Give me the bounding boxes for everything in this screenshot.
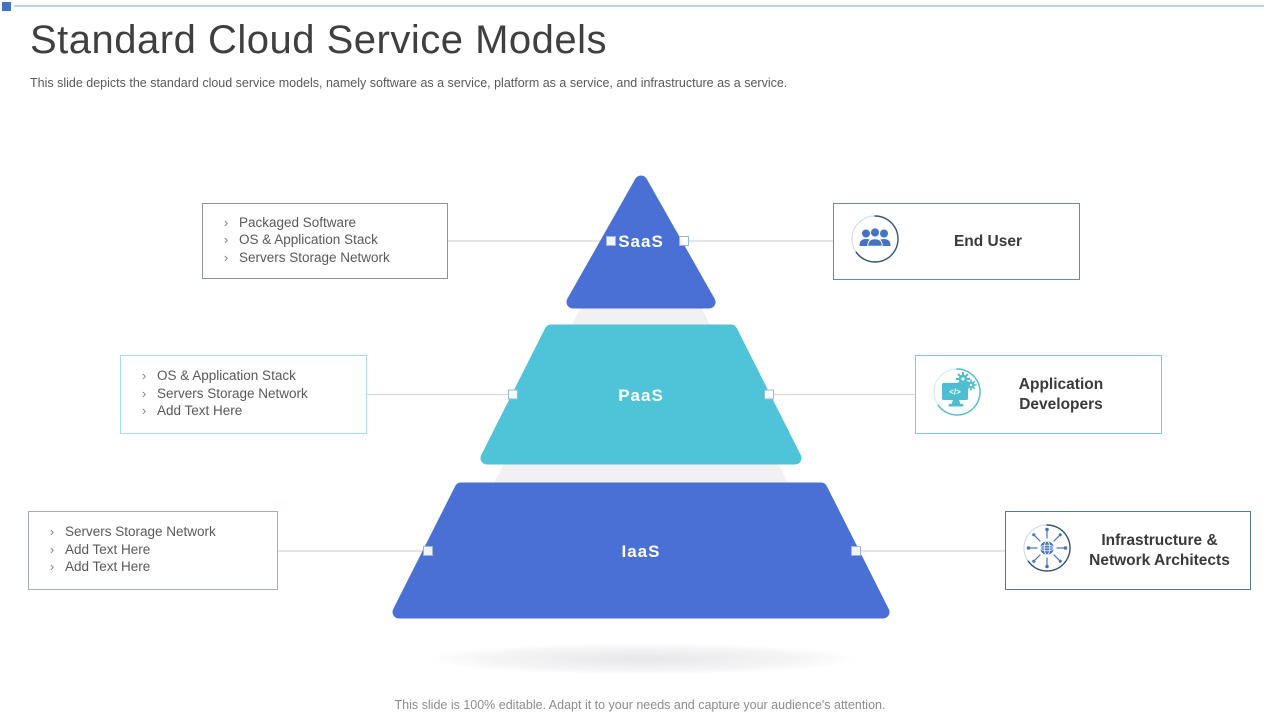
end-user-label: End User <box>953 232 1023 250</box>
network-globe-icon <box>1019 520 1075 581</box>
bullet-item-label: Servers Storage Network <box>157 385 308 401</box>
accent-square <box>2 2 11 11</box>
bullet-item-label: Packaged Software <box>239 214 357 230</box>
layer-label-saas: SaaS <box>618 232 664 251</box>
chevron-bullet-icon: › <box>141 403 147 419</box>
bullet-item-label: Servers Storage Network <box>65 524 216 540</box>
top-divider-line <box>14 5 1264 7</box>
list-item: › OS & Application Stack <box>131 368 356 386</box>
list-item: › Servers Storage Network <box>131 386 356 404</box>
users-icon <box>847 211 903 272</box>
end-user-box[interactable]: End User <box>833 203 1080 280</box>
iaas-feature-box[interactable]: › Servers Storage Network › Add Text Her… <box>28 511 278 590</box>
footer-note: This slide is 100% editable. Adapt it to… <box>394 698 886 712</box>
bullet-item-label: Servers Storage Network <box>239 249 390 265</box>
chevron-bullet-icon: › <box>223 249 229 265</box>
application-developers-box[interactable]: </> Application Developers <box>915 355 1162 434</box>
connector-lines <box>278 240 1005 552</box>
paas-feature-box[interactable]: › OS & Application Stack › Servers Stora… <box>120 355 367 434</box>
list-item: › Packaged Software <box>213 215 437 233</box>
bullet-item-label: OS & Application Stack <box>157 368 296 384</box>
chevron-bullet-icon: › <box>141 368 147 384</box>
connection-handles[interactable] <box>423 236 861 556</box>
code-glyph: </> <box>949 388 961 397</box>
infrastructure-architects-box[interactable]: Infrastructure & Network Architects <box>1005 511 1251 590</box>
list-item: › Add Text Here <box>39 559 267 577</box>
application-developers-label: Application Developers <box>1018 376 1104 413</box>
layer-label-paas: PaaS <box>618 386 664 405</box>
pyramid-layer-iaas[interactable] <box>392 482 890 619</box>
list-item: › Servers Storage Network <box>39 524 267 542</box>
infrastructure-architects-label: Infrastructure & Network Architects <box>1089 532 1230 569</box>
slide-subtitle: This slide depicts the standard cloud se… <box>30 76 788 90</box>
pyramid-layer-paas[interactable] <box>480 324 802 465</box>
saas-feature-box[interactable]: › Packaged Software › OS & Application S… <box>202 203 448 279</box>
chevron-bullet-icon: › <box>49 559 55 575</box>
bullet-item-label: Add Text Here <box>157 403 243 419</box>
layer-label-iaas: IaaS <box>622 542 661 561</box>
floor-shadow <box>425 643 861 675</box>
page-title: Standard Cloud Service Models <box>30 18 608 62</box>
chevron-bullet-icon: › <box>49 524 55 540</box>
bullet-item-label: Add Text Here <box>65 559 151 575</box>
chevron-bullet-icon: › <box>141 385 147 401</box>
chevron-bullet-icon: › <box>49 541 55 557</box>
bullet-item-label: OS & Application Stack <box>239 232 378 248</box>
list-item: › OS & Application Stack <box>213 232 437 250</box>
developer-monitor-icon: </> <box>929 364 985 425</box>
chevron-bullet-icon: › <box>223 214 229 230</box>
bullet-item-label: Add Text Here <box>65 541 151 557</box>
list-item: › Servers Storage Network <box>213 250 437 268</box>
list-item: › Add Text Here <box>131 403 356 421</box>
list-item: › Add Text Here <box>39 542 267 560</box>
chevron-bullet-icon: › <box>223 232 229 248</box>
